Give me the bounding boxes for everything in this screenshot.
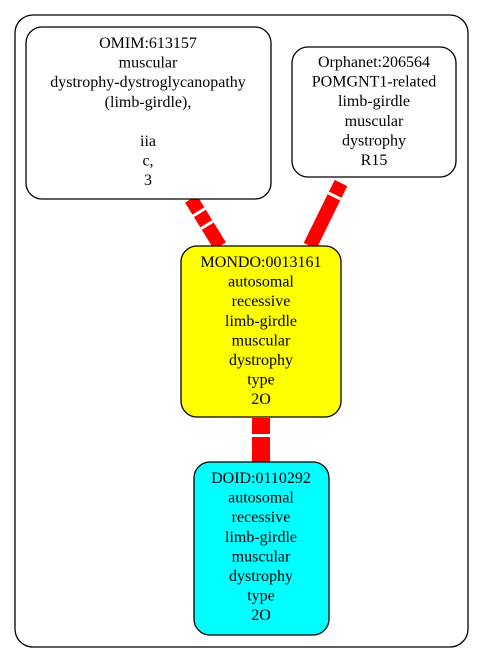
node-orphanet-line: R15 <box>361 152 388 169</box>
node-omim-line: c, <box>142 153 153 170</box>
node-mondo: MONDO:0013161 autosomal recessive limb-gird… <box>180 245 342 418</box>
node-mondo-label: MONDO:0013161 autosomal recessive limb-gird… <box>201 254 322 408</box>
node-omim-line: (limb-girdle), <box>105 94 192 111</box>
node-orphanet-line: muscular <box>345 113 404 130</box>
node-doid-line: dystrophy <box>229 568 293 585</box>
node-mondo-line: muscular <box>232 332 291 349</box>
node-orphanet-box <box>291 46 457 178</box>
node-orphanet-line: POMGNT1-related <box>312 74 436 91</box>
node-omim-line: dystrophy-dystroglycanopathy <box>50 74 246 91</box>
node-doid: DOID:0110292 autosomal recessive limb-girdl… <box>193 461 330 636</box>
node-doid-label: DOID:0110292 autosomal recessive limb-girdl… <box>211 470 311 624</box>
node-omim-box <box>25 26 272 200</box>
edge-omim-to-mondo <box>185 195 226 250</box>
node-doid-box <box>193 461 330 636</box>
node-doid-line: autosomal <box>228 490 294 507</box>
node-doid-line: recessive <box>232 509 291 526</box>
node-omim-line: iia <box>140 133 156 150</box>
node-mondo-line: recessive <box>232 293 291 310</box>
node-omim-label: OMIM:613157 muscular dystrophy-dystroglyca… <box>50 35 246 189</box>
node-mondo-line: MONDO:0013161 <box>201 254 322 271</box>
node-doid-line: limb-girdle <box>225 529 297 546</box>
node-mondo-line: limb-girdle <box>225 313 297 330</box>
node-omim-line: OMIM:613157 <box>99 35 197 52</box>
node-mondo-box <box>180 245 342 418</box>
node-omim-line: muscular <box>119 55 178 72</box>
node-doid-line: 2O <box>251 607 271 624</box>
node-orphanet-line: Orphanet:206564 <box>318 54 430 71</box>
node-omim: OMIM:613157 muscular dystrophy-dystroglyca… <box>25 26 272 200</box>
node-orphanet-line: dystrophy <box>342 132 406 149</box>
node-mondo-line: type <box>247 372 275 389</box>
node-doid-line: DOID:0110292 <box>211 470 311 487</box>
edge-orphanet-to-mondo <box>303 179 348 250</box>
node-doid-line: type <box>247 588 275 605</box>
node-mondo-line: 2O <box>251 391 271 408</box>
node-mondo-line: autosomal <box>228 274 294 291</box>
node-omim-line: 3 <box>144 172 152 189</box>
node-mondo-line: dystrophy <box>229 352 293 369</box>
node-doid-line: muscular <box>232 548 291 565</box>
node-orphanet-line: limb-girdle <box>338 93 410 110</box>
